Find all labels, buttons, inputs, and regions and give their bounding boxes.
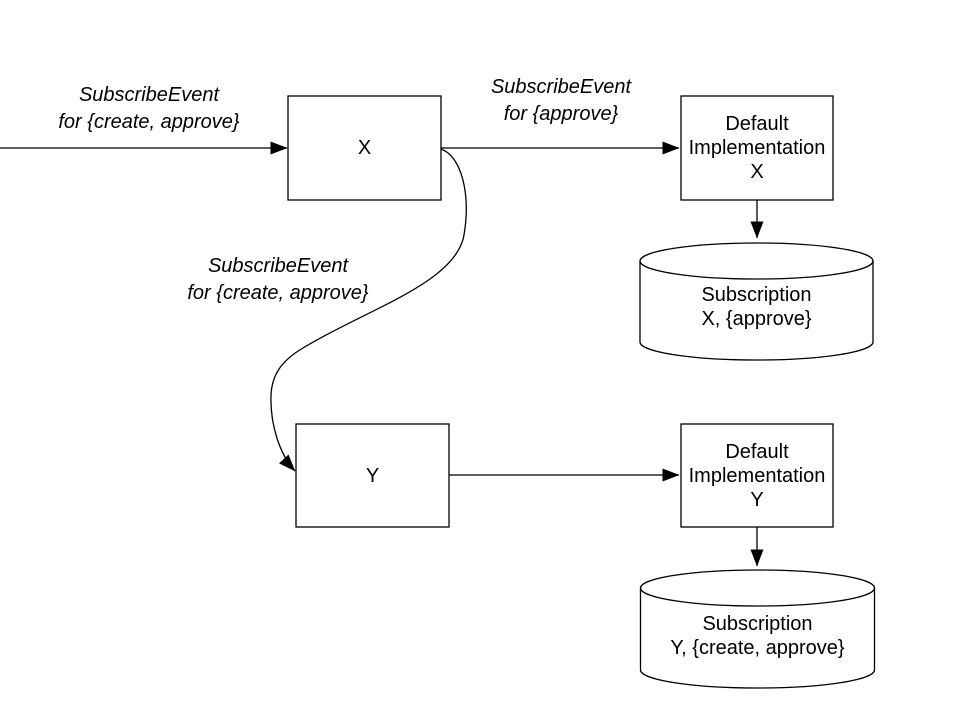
cylinder-subscription-y-line: Subscription [702, 613, 813, 635]
node-y-label: Y [365, 464, 380, 487]
arrow-x-to-y-curve [270, 148, 467, 472]
node-default-implementation-x-line: Implementation [688, 137, 826, 159]
node-default-implementation-y-label-box: Default Implementation Y [681, 424, 833, 527]
node-default-implementation-y-line: Default [725, 440, 789, 463]
cylinder-subscription-x-line: Subscription [701, 284, 812, 306]
edge-label-line: SubscribeEvent [490, 76, 632, 98]
cylinder-subscription-x-body [639, 261, 874, 361]
node-y-label-box: Y [296, 424, 449, 527]
cylinder-subscription-y-top [639, 569, 876, 607]
node-default-implementation-x-line: Default [725, 113, 789, 135]
node-default-implementation-y-line: Implementation [688, 464, 826, 487]
cylinder-subscription-x-line: X, {approve} [701, 308, 812, 330]
edge-label-line: SubscribeEvent [78, 84, 220, 106]
node-default-implementation-x-label-box: Default Implementation X [681, 96, 833, 200]
node-default-implementation-x-line: X [750, 161, 764, 183]
edge-label-line: for {create, approve} [58, 111, 240, 133]
shape-group [0, 95, 876, 689]
cylinder-subscription-y-body [639, 588, 876, 689]
edge-label-line: for {approve} [503, 103, 619, 125]
edge-label-x-to-y: SubscribeEvent for {create, approve} [158, 253, 398, 307]
node-x-label: X [357, 137, 372, 159]
edge-label-x-to-default-implementation-x: SubscribeEvent for {approve} [451, 74, 671, 128]
node-default-implementation-y-line: Y [750, 488, 764, 511]
cylinder-subscription-x-top [639, 242, 874, 280]
cylinder-subscription-x-label: Subscription X, {approve} [640, 283, 873, 331]
cylinder-subscription-y-line: Y, {create, approve} [670, 637, 845, 659]
edge-label-incoming-to-x: SubscribeEvent for {create, approve} [29, 82, 269, 136]
edge-label-line: SubscribeEvent [207, 255, 349, 277]
node-x-label-box: X [288, 96, 441, 200]
edge-label-line: for {create, approve} [187, 282, 369, 304]
cylinder-subscription-y-label: Subscription Y, {create, approve} [640, 612, 875, 660]
